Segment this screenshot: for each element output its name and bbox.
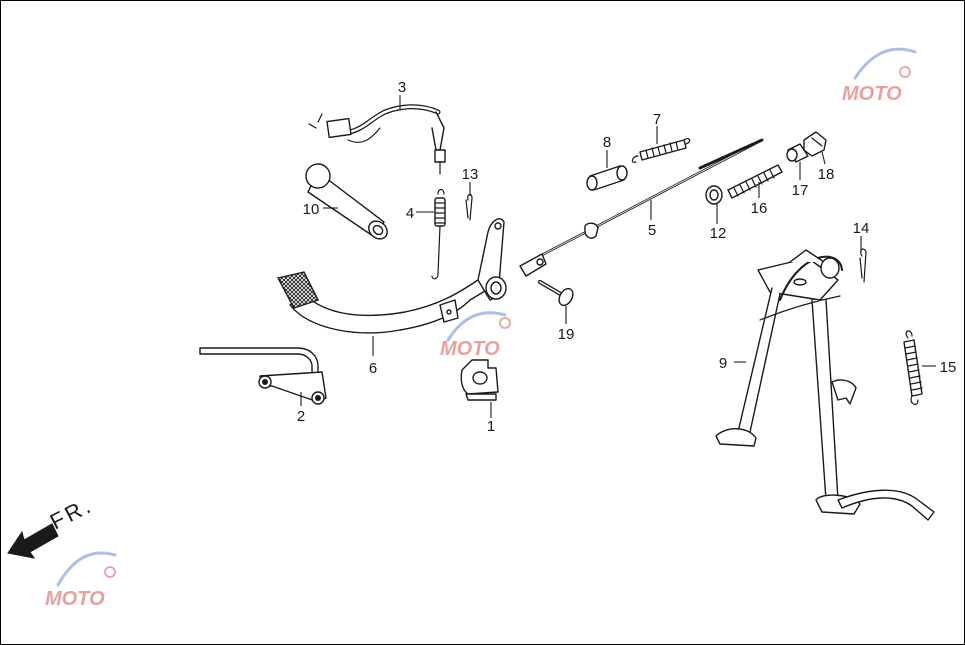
watermark-middle: MOTO (440, 311, 511, 360)
callout-8: 8 (603, 134, 611, 151)
callout-5: 5 (648, 222, 656, 239)
part-7-spring (631, 138, 691, 163)
callout-15: 15 (940, 359, 957, 376)
callout-1: 1 (487, 418, 495, 435)
part-16-adjust-spring (727, 164, 783, 199)
part-5-brake-rod (519, 138, 764, 277)
callout-3: 3 (398, 79, 406, 96)
leader-lines (300, 95, 936, 418)
part-10-pivot-shaft (305, 163, 388, 240)
callout-12: 12 (710, 225, 727, 242)
callout-17: 17 (792, 182, 809, 199)
part-6-brake-pedal (276, 218, 507, 334)
callout-14: 14 (853, 220, 870, 237)
part-2-gear-lever (199, 347, 327, 405)
callout-2: 2 (297, 408, 305, 425)
part-19-clevis-pin (538, 280, 574, 307)
callout-6: 6 (369, 360, 377, 377)
part-18-joint (803, 131, 827, 157)
callout-9: 9 (719, 355, 727, 372)
part-14-cotter-pin (859, 248, 867, 283)
watermark-text: MOTO (440, 338, 500, 360)
front-direction-indicator: FR. (7, 492, 97, 559)
watermark-top-right: MOTO (842, 47, 917, 105)
callout-10: 10 (303, 201, 320, 218)
callout-19: 19 (558, 326, 575, 343)
part-3-stop-switch (308, 104, 446, 175)
watermark-text: MOTO (45, 588, 105, 610)
watermark-bottom-left: MOTO (45, 551, 117, 610)
callout-18: 18 (818, 166, 835, 183)
part-13-cotter-pin (465, 193, 473, 221)
callout-16: 16 (751, 200, 768, 217)
part-1-bracket (460, 359, 499, 401)
part-15-stand-spring (903, 330, 923, 405)
callout-4: 4 (406, 205, 414, 222)
callout-7: 7 (653, 111, 661, 128)
fr-label: FR. (46, 492, 97, 534)
part-12-washer (705, 185, 723, 205)
arrow-left-icon (7, 523, 59, 559)
watermark-text: MOTO (842, 83, 902, 105)
callout-labels: 1 2 3 4 5 6 7 8 9 10 12 13 14 15 16 17 1… (297, 79, 957, 435)
callout-13: 13 (462, 166, 479, 183)
part-8-collar (586, 165, 628, 191)
part-9-main-stand (715, 249, 935, 521)
part-17-adjust-nut (786, 143, 809, 163)
part-4-return-spring (431, 188, 446, 280)
